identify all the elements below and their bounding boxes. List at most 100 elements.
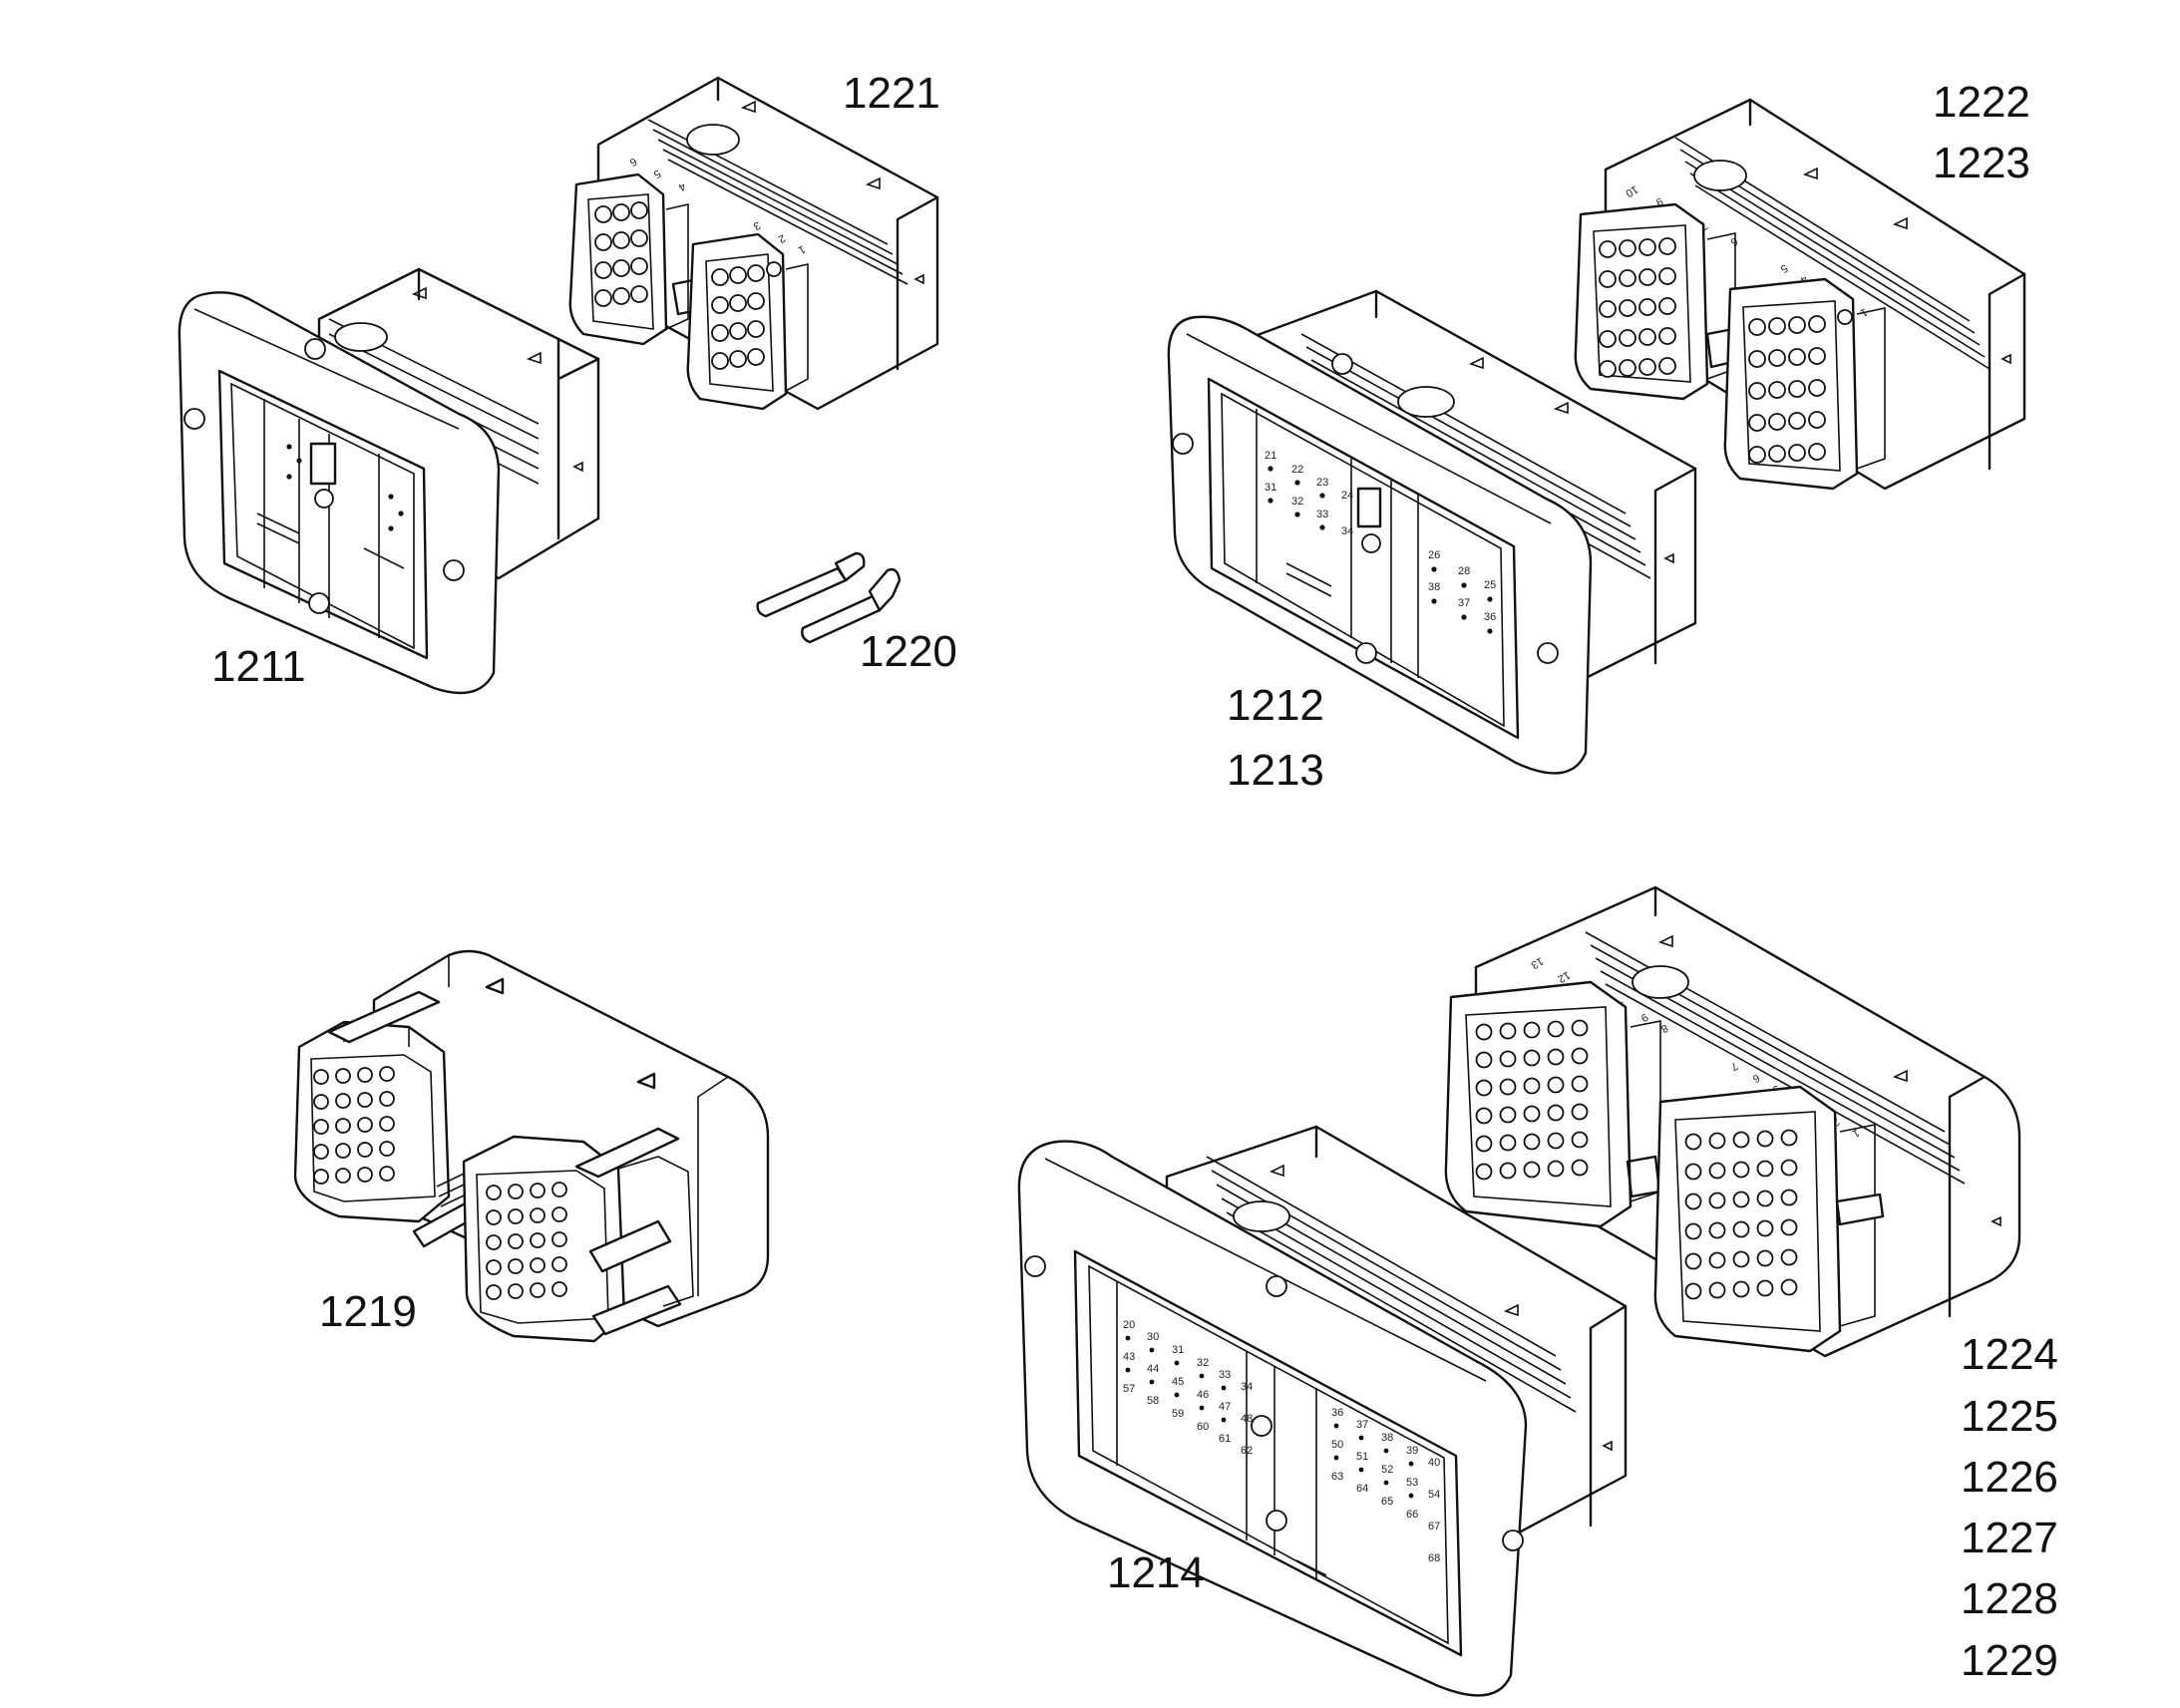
cavity-hole xyxy=(313,1069,329,1085)
label-1229: 1229 xyxy=(1961,1636,2058,1685)
cavity-numbers-1212-9: 28 xyxy=(1458,565,1470,577)
cavity-hole xyxy=(508,1233,524,1249)
cavity-numbers-1214-32: 67 xyxy=(1428,1521,1440,1533)
cavity-hole xyxy=(313,1144,329,1160)
cavity-hole xyxy=(1599,300,1617,318)
cavity-hole xyxy=(508,1184,524,1199)
cavity-hole xyxy=(1708,1221,1726,1239)
cavity-hole xyxy=(1788,380,1806,398)
cavity-hole xyxy=(1788,348,1806,366)
cavity-hole xyxy=(711,352,729,370)
cavity-hole xyxy=(1748,382,1766,400)
cavity-hole xyxy=(1756,1219,1774,1237)
label-1224: 1224 xyxy=(1961,1330,2058,1379)
cavity-hole xyxy=(1619,239,1636,257)
cavity-hole xyxy=(1708,1162,1726,1180)
cavity-numbers-1214-31: 66 xyxy=(1406,1509,1418,1521)
cavity-hole xyxy=(729,266,747,284)
cavity-hole xyxy=(1523,1049,1541,1067)
cavity-numbers-1221-0: 6 xyxy=(627,155,638,168)
cavity-grid-1221-right xyxy=(711,264,765,370)
part-labels: 1211 1212 1213 1214 1219 1220 1221 1222 … xyxy=(211,69,2058,1685)
cavity-hole xyxy=(530,1232,545,1248)
cavity-hole xyxy=(729,350,747,368)
cavity-hole xyxy=(1780,1129,1798,1147)
cavity-hole xyxy=(313,1094,329,1110)
cavity-hole xyxy=(1684,1133,1702,1151)
cavity-hole xyxy=(1732,1131,1750,1149)
cavity-numbers-1224-1: 12 xyxy=(1556,968,1573,985)
cavity-hole xyxy=(551,1256,567,1272)
cavity-hole xyxy=(1684,1163,1702,1181)
cavity-numbers-1221-5: 1 xyxy=(796,242,807,255)
cavity-numbers-1212-6: 33 xyxy=(1316,509,1328,520)
cavity-hole xyxy=(747,320,765,338)
cavity-hole xyxy=(1768,349,1786,367)
cavity-hole xyxy=(1571,1131,1589,1149)
cavity-hole xyxy=(729,294,747,312)
cavity-hole xyxy=(1619,329,1636,347)
cavity-hole xyxy=(530,1183,545,1198)
cavity-numbers-1214-13: 58 xyxy=(1147,1395,1159,1407)
cavity-numbers-1221-4: 2 xyxy=(776,231,787,244)
cavity-numbers-1214-29: 64 xyxy=(1356,1483,1368,1495)
cavity-hole xyxy=(1658,357,1676,375)
cavity-numbers-1214-5: 34 xyxy=(1241,1381,1253,1393)
cavity-hole xyxy=(1808,379,1826,397)
cavity-hole xyxy=(1756,1249,1774,1267)
cavity-numbers-1212-2: 23 xyxy=(1316,477,1328,489)
cavity-hole xyxy=(612,287,630,305)
cavity-grid-1224-left xyxy=(1475,1019,1589,1181)
cavity-hole xyxy=(335,1168,351,1184)
cavity-hole xyxy=(1475,1079,1493,1097)
cavity-hole xyxy=(1619,299,1636,317)
cavity-numbers-1214-30: 65 xyxy=(1381,1496,1393,1508)
cavity-grid-1224-right xyxy=(1684,1129,1798,1300)
cavity-numbers-1214-8: 45 xyxy=(1172,1376,1184,1388)
cavity-hole xyxy=(1708,1281,1726,1299)
cavity-grid-1219-right xyxy=(486,1182,567,1300)
cavity-numbers-1212-5: 32 xyxy=(1291,496,1303,508)
cavity-hole xyxy=(1523,1161,1541,1179)
cavity-numbers-1214-4: 33 xyxy=(1219,1369,1231,1381)
cavity-hole xyxy=(1547,1076,1565,1094)
cavity-numbers-1214-28: 63 xyxy=(1331,1471,1343,1483)
cavity-hole xyxy=(630,285,648,303)
cavity-numbers-1212-7: 34 xyxy=(1341,525,1353,537)
label-1225: 1225 xyxy=(1961,1392,2058,1441)
cavity-hole xyxy=(1638,328,1656,346)
cavity-hole xyxy=(486,1234,502,1250)
cavity-hole xyxy=(1658,237,1676,255)
cavity-hole xyxy=(1475,1107,1493,1125)
cavity-hole xyxy=(1547,1048,1565,1066)
cavity-numbers-1224-5: 8 xyxy=(1658,1021,1669,1034)
cavity-numbers-1214-20: 38 xyxy=(1381,1432,1393,1444)
cavity-hole xyxy=(1780,1159,1798,1177)
cavity-hole xyxy=(1619,359,1636,377)
cavity-hole xyxy=(1780,1218,1798,1236)
cavity-hole xyxy=(1599,240,1617,258)
cavity-hole xyxy=(1547,1104,1565,1122)
cavity-hole xyxy=(335,1068,351,1084)
cavity-hole xyxy=(747,264,765,282)
connector-1211-flange-receptacle xyxy=(178,267,600,695)
cavity-hole xyxy=(508,1283,524,1299)
cavity-hole xyxy=(486,1209,502,1225)
label-1227: 1227 xyxy=(1961,1514,2058,1562)
connector-1214-flange-receptacle: 20 30 31 32 33 34 43 44 45 46 47 48 57 5… xyxy=(1017,1125,1628,1697)
cavity-grid-1222-right xyxy=(1748,315,1826,464)
cavity-hole xyxy=(1571,1159,1589,1177)
cavity-hole xyxy=(1571,1103,1589,1121)
label-1223: 1223 xyxy=(1933,139,2030,187)
cavity-hole xyxy=(612,203,630,221)
cavity-hole xyxy=(594,233,612,251)
cavity-hole xyxy=(1768,317,1786,335)
cavity-numbers-1214-27: 54 xyxy=(1428,1489,1440,1501)
cavity-hole xyxy=(1732,1280,1750,1298)
cavity-hole xyxy=(594,289,612,307)
cavity-hole xyxy=(1475,1135,1493,1153)
cavity-numbers-1214-33: 68 xyxy=(1428,1552,1440,1564)
cavity-hole xyxy=(1499,1162,1517,1180)
cavity-hole xyxy=(379,1166,395,1182)
